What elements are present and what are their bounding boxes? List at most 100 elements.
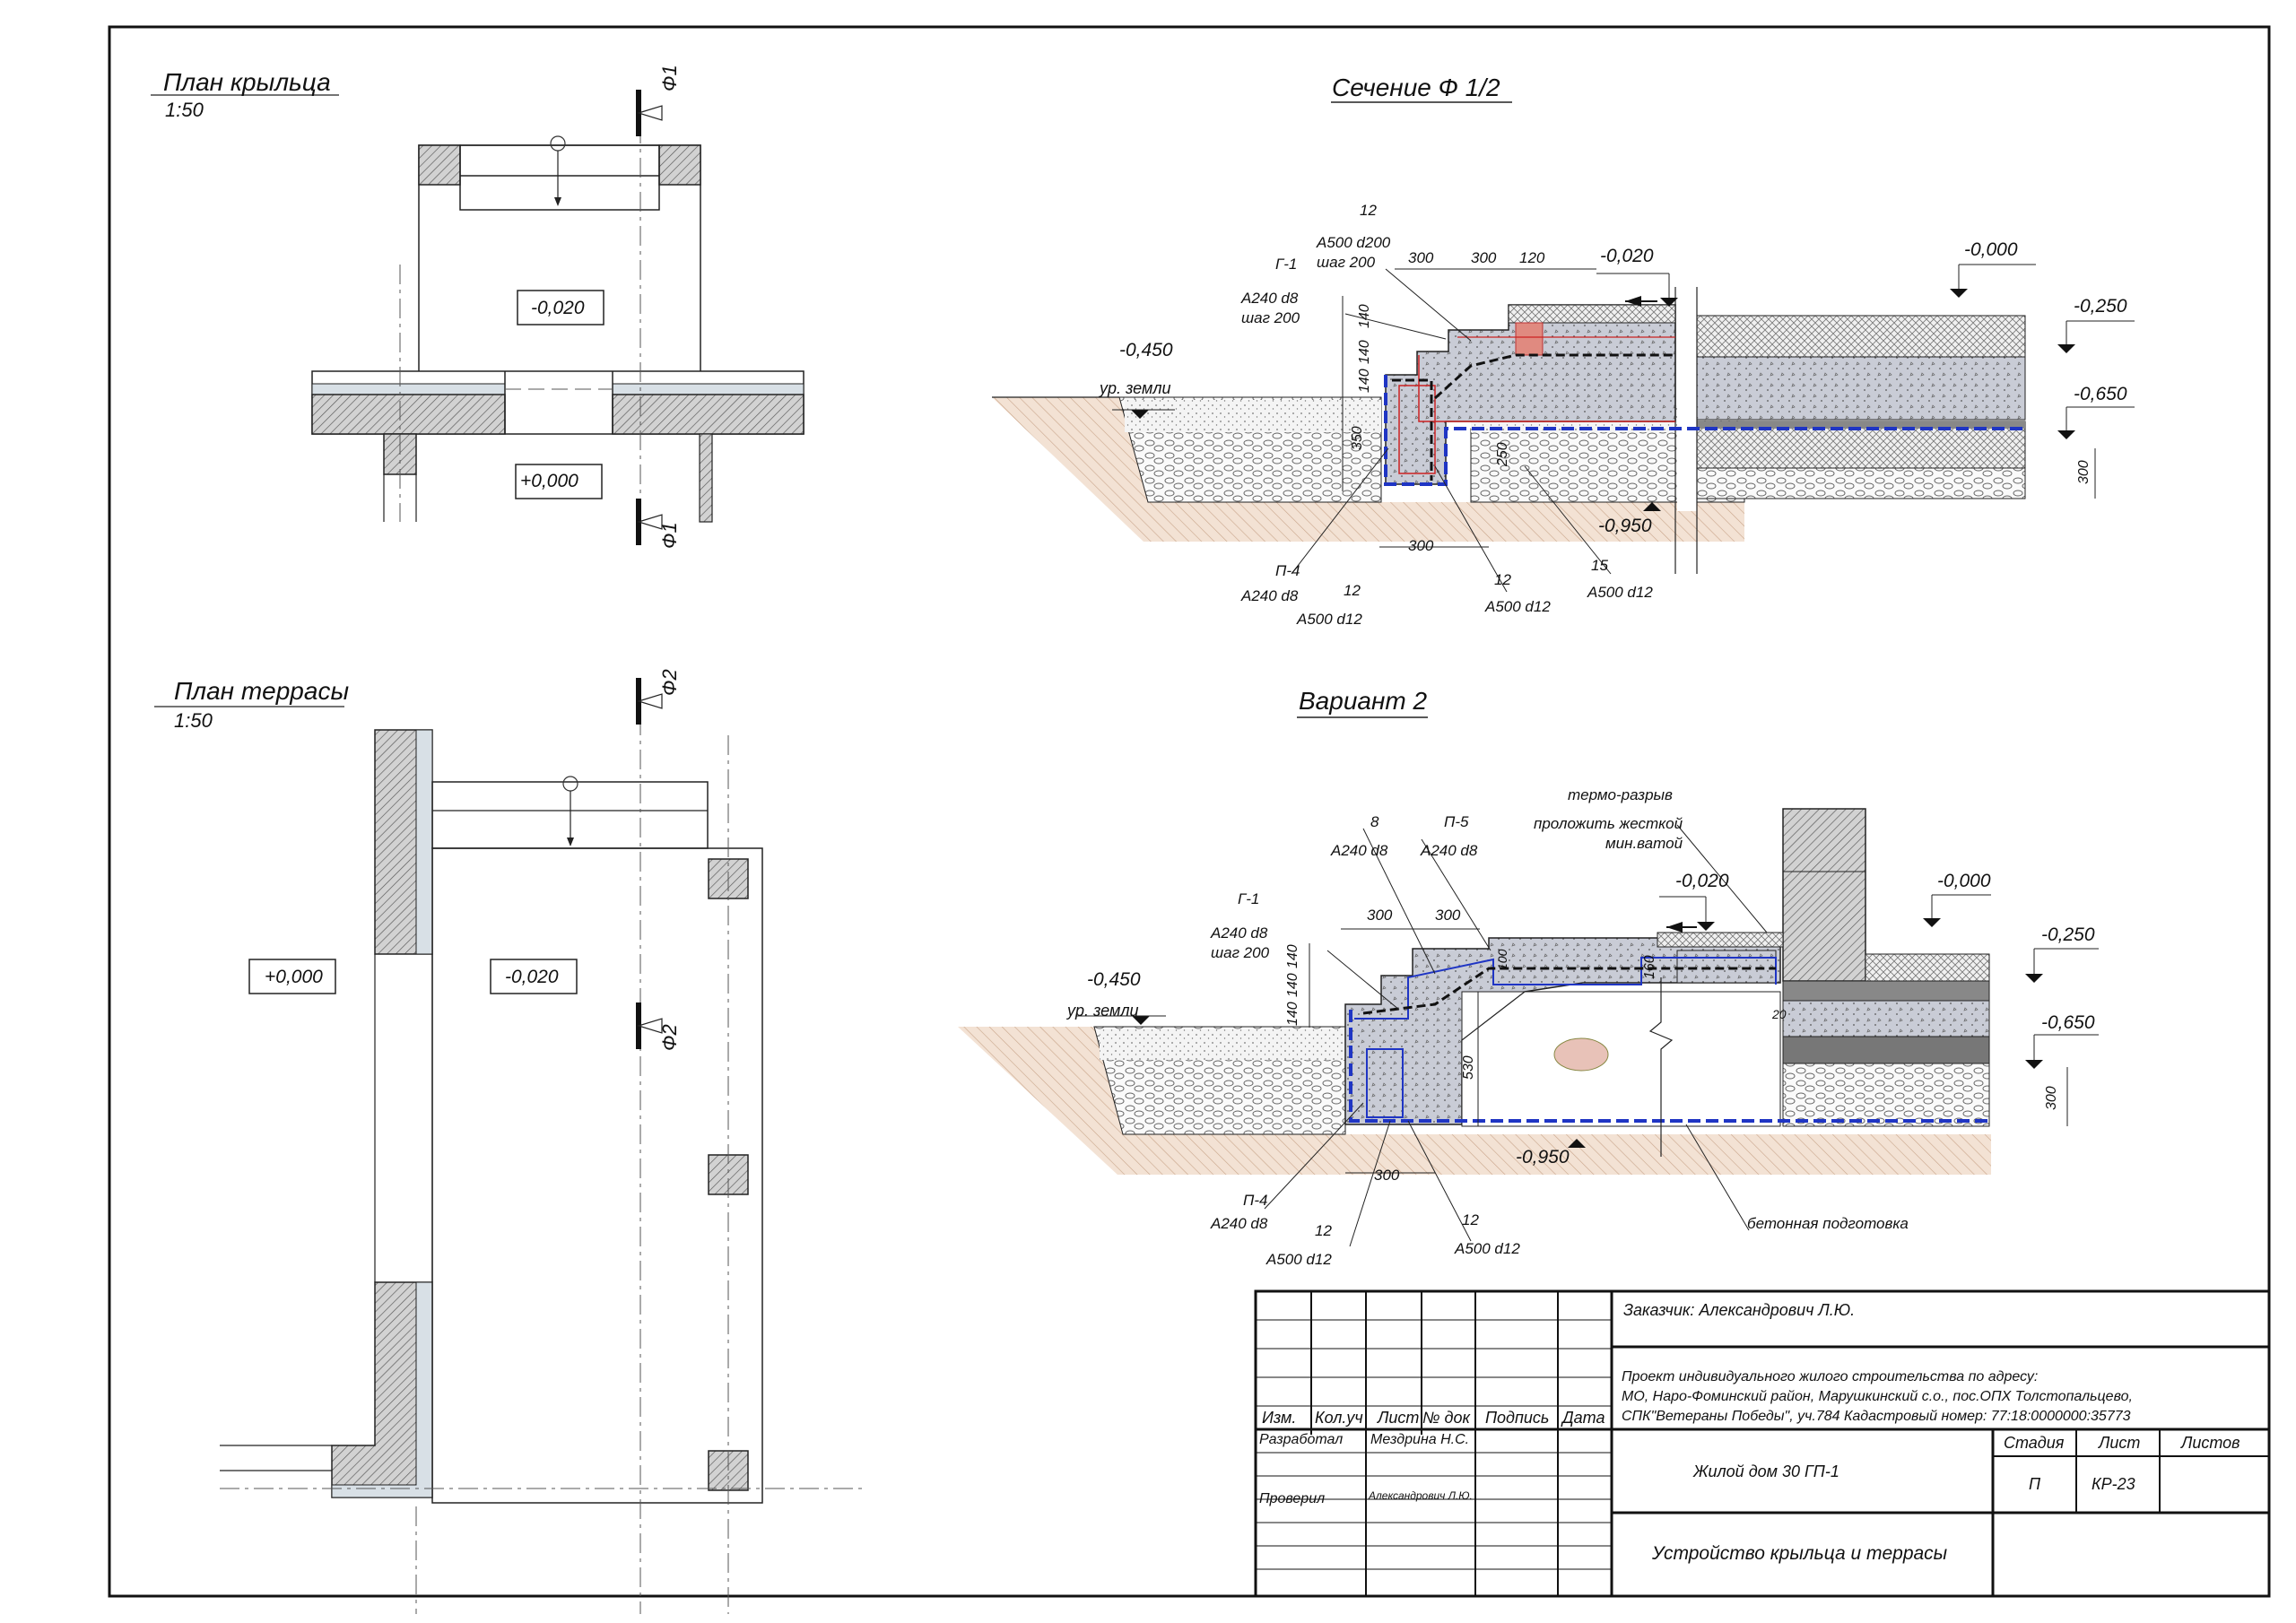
section1-label-12a: 12 xyxy=(1360,202,1377,219)
cut-label-f2-bottom: Ф2 xyxy=(658,1024,681,1051)
tb-project-line2: МО, Наро-Фоминский район, Марушкинский с… xyxy=(1622,1389,2133,1404)
section1-label-a500d12b: А500 d12 xyxy=(1485,598,1551,615)
section2-ground-label: ур. земли xyxy=(1067,1002,1139,1020)
section1-level-0020: -0,020 xyxy=(1600,246,1654,266)
section2-label-12a: 12 xyxy=(1315,1222,1332,1239)
section2-label-a500d12a: А500 d12 xyxy=(1266,1251,1332,1268)
title-block xyxy=(1254,1289,2271,1598)
section2-dim-140c: 140 xyxy=(1285,1002,1300,1026)
section2-label-p5: П-5 xyxy=(1444,813,1469,830)
section1-label-a240d8: А240 d8 xyxy=(1241,290,1299,307)
cut-label-f1-bottom: Ф1 xyxy=(658,522,681,549)
section1-dim-120: 120 xyxy=(1519,249,1545,266)
terrace-level-left: +0,000 xyxy=(265,967,323,987)
tb-customer: Заказчик: Александрович Л.Ю. xyxy=(1623,1301,1856,1319)
section2-label-p4: П-4 xyxy=(1243,1192,1268,1209)
terrace-level-right: -0,020 xyxy=(505,967,559,987)
tb-checked-label: Проверил xyxy=(1259,1491,1326,1506)
tb-sheet-label: Лист xyxy=(2099,1434,2141,1452)
tb-col-sign: Подпись xyxy=(1485,1409,1550,1427)
porch-plan-title: План крыльца xyxy=(163,68,331,96)
section2-level-0250: -0,250 xyxy=(2041,924,2095,945)
section2-label-8: 8 xyxy=(1370,813,1379,830)
tb-sheets-label: Листов xyxy=(2181,1434,2240,1452)
section1-dim-140c: 140 xyxy=(1357,369,1372,393)
porch-level-top: -0,020 xyxy=(531,298,585,318)
section2-label-step200: шаг 200 xyxy=(1211,944,1270,961)
section2-label-a500d12b: А500 d12 xyxy=(1455,1240,1520,1257)
section1-title: Сечение Ф 1/2 xyxy=(1332,74,1500,101)
section2-label-a240d8a: А240 d8 xyxy=(1331,842,1388,859)
section1-level-0250: -0,250 xyxy=(2074,296,2127,317)
tb-stage-label: Стадия xyxy=(2004,1434,2065,1452)
section1-dim-300d: 300 xyxy=(2076,460,2092,484)
terrace-plan-title: План террасы xyxy=(174,677,350,705)
section2-dim-160: 160 xyxy=(1642,955,1657,979)
porch-plan xyxy=(151,90,804,545)
tb-developed-name: Мездрина Н.С. xyxy=(1370,1432,1470,1447)
section1-label-a240d8-b: А240 d8 xyxy=(1241,587,1299,604)
tb-sheet-value: КР-23 xyxy=(2092,1475,2135,1493)
section2-label-a240d8c: А240 d8 xyxy=(1211,924,1268,942)
section1-dim-140b: 140 xyxy=(1357,340,1372,364)
cut-label-f2-top: Ф2 xyxy=(658,669,681,696)
section1-dim-140a: 140 xyxy=(1357,304,1372,328)
section2-level-0450: -0,450 xyxy=(1087,969,1141,990)
section2-dim-100: 100 xyxy=(1495,949,1509,970)
section1-label-g1: Г-1 xyxy=(1275,256,1298,273)
tb-project-line1: Проект индивидуального жилого строительс… xyxy=(1622,1369,2039,1384)
terrace-plan-scale: 1:50 xyxy=(174,709,213,732)
section2-label-a240d8b: А240 d8 xyxy=(1421,842,1478,859)
section2-label-lay2: мин.ватой xyxy=(1605,835,1683,852)
section1-label-12b: 12 xyxy=(1344,582,1361,599)
section1-label-a500d12c: А500 d12 xyxy=(1587,584,1653,601)
section1-label-step200b: шаг 200 xyxy=(1317,254,1376,271)
tb-col-doc: № док xyxy=(1422,1409,1470,1427)
section2-dim-530: 530 xyxy=(1461,1055,1476,1080)
section2-label-g1: Г-1 xyxy=(1238,890,1260,907)
section1-label-15: 15 xyxy=(1591,557,1608,574)
tb-project-line3: СПК"Ветераны Победы", уч.784 Кадастровый… xyxy=(1622,1409,2131,1424)
section2-label-12b: 12 xyxy=(1462,1211,1479,1228)
section2-dim-140b: 140 xyxy=(1285,973,1300,997)
section-1 xyxy=(992,101,2135,593)
section2-label-a240d8d: А240 d8 xyxy=(1211,1215,1268,1232)
tb-stage-value: П xyxy=(2029,1475,2041,1493)
section2-label-lay1: проложить жесткой xyxy=(1534,815,1683,832)
tb-drawing-title: Устройство крыльца и террасы xyxy=(1652,1543,1948,1564)
section1-label-p4: П-4 xyxy=(1275,562,1300,579)
tb-checked-name: Александрович Л.Ю. xyxy=(1369,1489,1473,1502)
tb-object: Жилой дом 30 ГП-1 xyxy=(1693,1462,1839,1480)
section1-label-12c: 12 xyxy=(1494,571,1511,588)
section1-level-0450: -0,450 xyxy=(1119,340,1173,360)
section2-dim-300b: 300 xyxy=(1435,907,1461,924)
tb-col-izm: Изм. xyxy=(1262,1409,1297,1427)
porch-plan-scale: 1:50 xyxy=(165,99,204,121)
section2-label-concrete: бетонная подготовка xyxy=(1747,1215,1909,1232)
section1-dim-300b: 300 xyxy=(1471,249,1497,266)
section1-dim-300c: 300 xyxy=(1408,537,1434,554)
tb-col-list: Лист xyxy=(1378,1409,1420,1427)
tb-developed-label: Разработал xyxy=(1259,1432,1344,1447)
section1-level-0650: -0,650 xyxy=(2074,384,2127,404)
tb-col-kol: Кол.уч xyxy=(1315,1409,1363,1427)
section2-dim-300a: 300 xyxy=(1367,907,1393,924)
section1-dim-300a: 300 xyxy=(1408,249,1434,266)
section1-label-a500d200: А500 d200 xyxy=(1317,234,1391,251)
section2-dim-20: 20 xyxy=(1772,1007,1787,1021)
section2-level-0950: -0,950 xyxy=(1516,1147,1570,1167)
section2-dim-140a: 140 xyxy=(1285,944,1300,968)
section1-level-0950: -0,950 xyxy=(1598,516,1652,536)
section2-level-0000: -0,000 xyxy=(1937,871,1991,891)
tb-col-date: Дата xyxy=(1562,1409,1605,1427)
section1-ground-label: ур. земли xyxy=(1100,379,1171,397)
porch-level-bottom: +0,000 xyxy=(520,471,578,491)
section1-dim-350: 350 xyxy=(1350,426,1365,450)
section2-dim-300d: 300 xyxy=(2044,1086,2059,1110)
cut-label-f1-top: Ф1 xyxy=(658,65,681,91)
terrace-plan xyxy=(154,678,865,1614)
section2-level-0650: -0,650 xyxy=(2041,1012,2095,1033)
section2-label-thermo: термо-разрыв xyxy=(1568,786,1673,803)
section2-dim-300c: 300 xyxy=(1374,1167,1400,1184)
